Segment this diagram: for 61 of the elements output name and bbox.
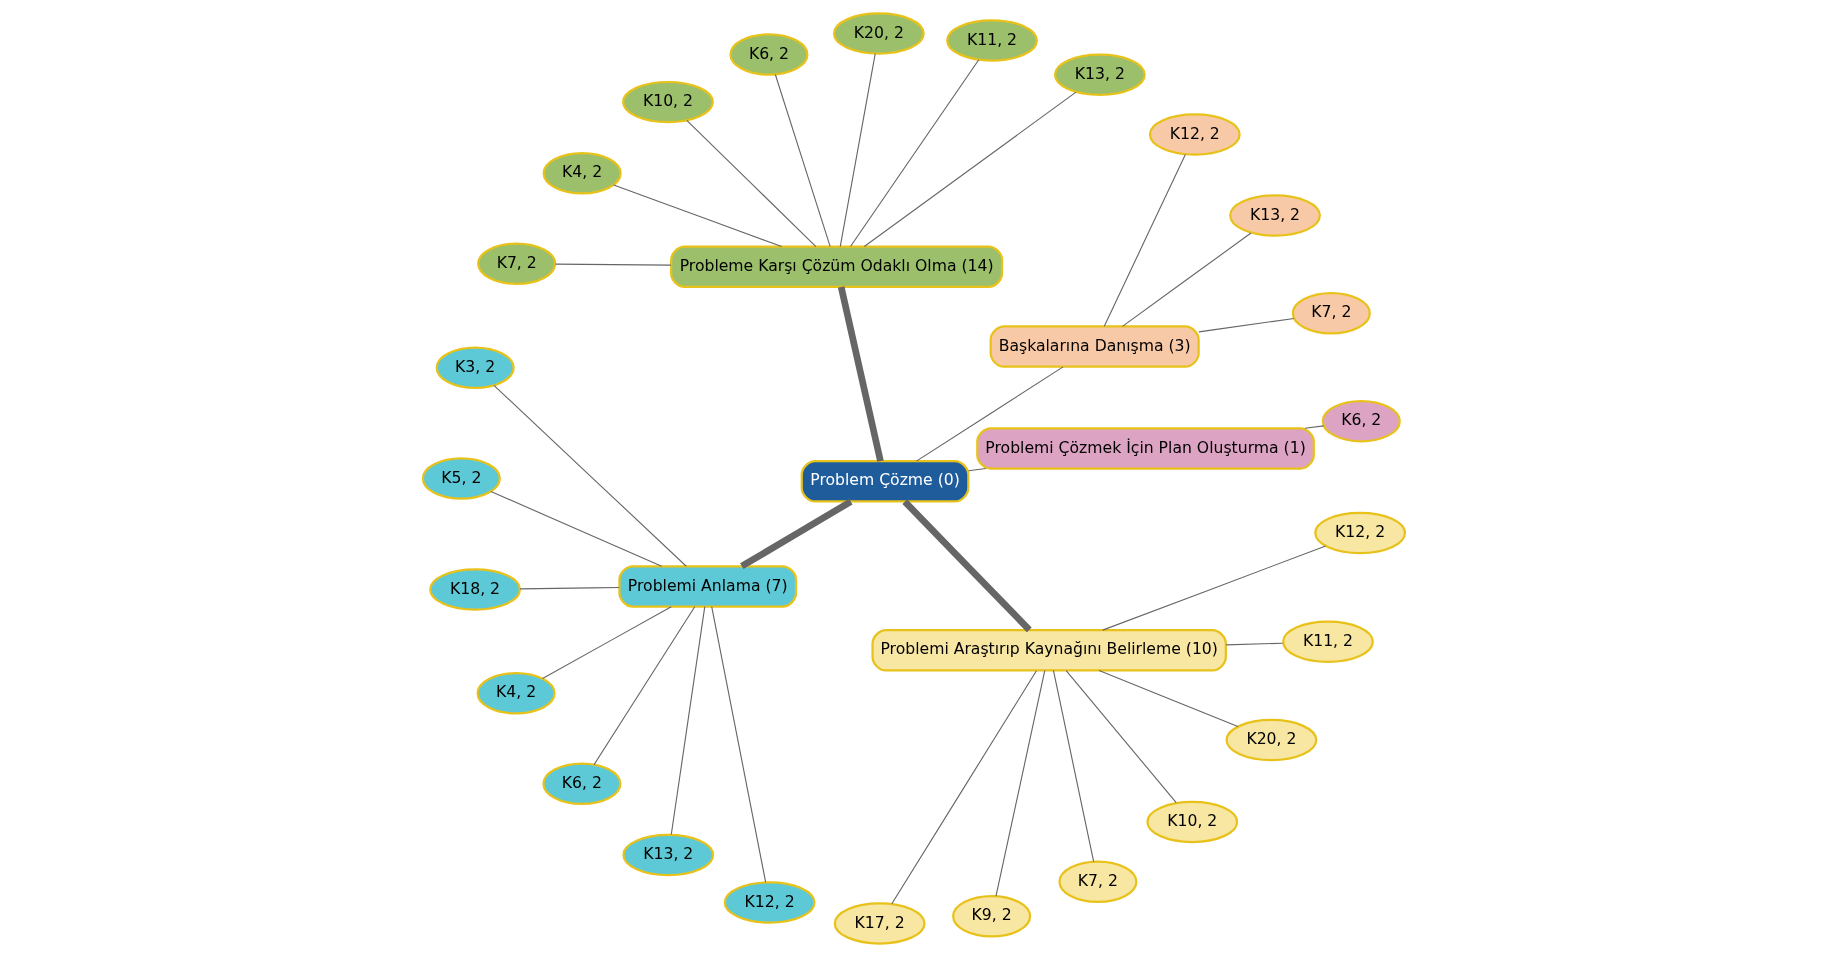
node-ellipse: K7, 2 (1291, 291, 1371, 334)
connector (967, 467, 986, 471)
node-ellipse: K7, 2 (1057, 860, 1137, 903)
connector (489, 490, 662, 567)
node-box: Problemi Araştırıp Kaynağını Belirleme (10) (870, 628, 1227, 671)
connector (849, 58, 979, 247)
connector (1101, 545, 1326, 631)
connector (519, 586, 620, 589)
node-ellipse: K18, 2 (428, 567, 521, 611)
connector (1121, 232, 1252, 327)
node-ellipse: K13, 2 (1228, 193, 1321, 237)
connector (837, 285, 884, 462)
connector (863, 91, 1077, 247)
connector (890, 669, 1037, 904)
node-ellipse: K6, 2 (728, 32, 808, 76)
node-box: Problemi Anlama (7) (617, 564, 797, 608)
node-ellipse: K12, 2 (723, 880, 816, 924)
node-ellipse: K10, 2 (1145, 800, 1238, 843)
node-ellipse: K4, 2 (542, 151, 622, 195)
node-box: Problemi Çözmek İçin Plan Oluşturma (1) (975, 426, 1315, 470)
node-ellipse: K6, 2 (541, 762, 621, 805)
node-ellipse: K4, 2 (476, 671, 556, 715)
connector (994, 669, 1045, 897)
node-ellipse: K7, 2 (476, 241, 556, 285)
connector (774, 73, 831, 247)
node-ellipse: K20, 2 (1225, 718, 1317, 761)
node-box: Probleme Karşı Çözüm Odaklı Olma (14) (669, 244, 1003, 288)
connector (1098, 669, 1238, 727)
node-ellipse: K10, 2 (621, 80, 714, 123)
connector (492, 384, 687, 567)
node-ellipse: K13, 2 (1053, 53, 1146, 96)
node-box: Başkalarına Danışma (3) (989, 324, 1200, 368)
node-ellipse: K20, 2 (832, 11, 925, 55)
node-ellipse: K17, 2 (833, 901, 926, 945)
node-ellipse: K5, 2 (421, 456, 501, 500)
connector (1197, 317, 1295, 332)
node-box: Problem Çözme (0) (800, 459, 969, 503)
connector (915, 365, 1064, 462)
node-ellipse: K12, 2 (1148, 112, 1241, 156)
node-ellipse: K11, 2 (1281, 620, 1374, 663)
connector (541, 605, 672, 679)
connector (1103, 153, 1186, 327)
node-ellipse: K3, 2 (435, 345, 515, 389)
node-ellipse: K9, 2 (951, 894, 1031, 938)
connector (1303, 424, 1324, 429)
connector (612, 183, 782, 247)
connector (685, 119, 816, 247)
connector (670, 605, 705, 835)
connector (739, 498, 853, 569)
connector (1065, 669, 1177, 803)
node-ellipse: K11, 2 (945, 18, 1038, 62)
connector (839, 52, 876, 247)
connector (554, 263, 672, 266)
connector (1225, 642, 1283, 645)
node-ellipse: K12, 2 (1313, 511, 1406, 554)
node-ellipse: K6, 2 (1321, 399, 1401, 442)
connector (901, 498, 1032, 632)
connector (710, 605, 766, 883)
node-ellipse: K13, 2 (621, 833, 714, 876)
connector (1052, 669, 1094, 862)
connector (593, 605, 695, 765)
